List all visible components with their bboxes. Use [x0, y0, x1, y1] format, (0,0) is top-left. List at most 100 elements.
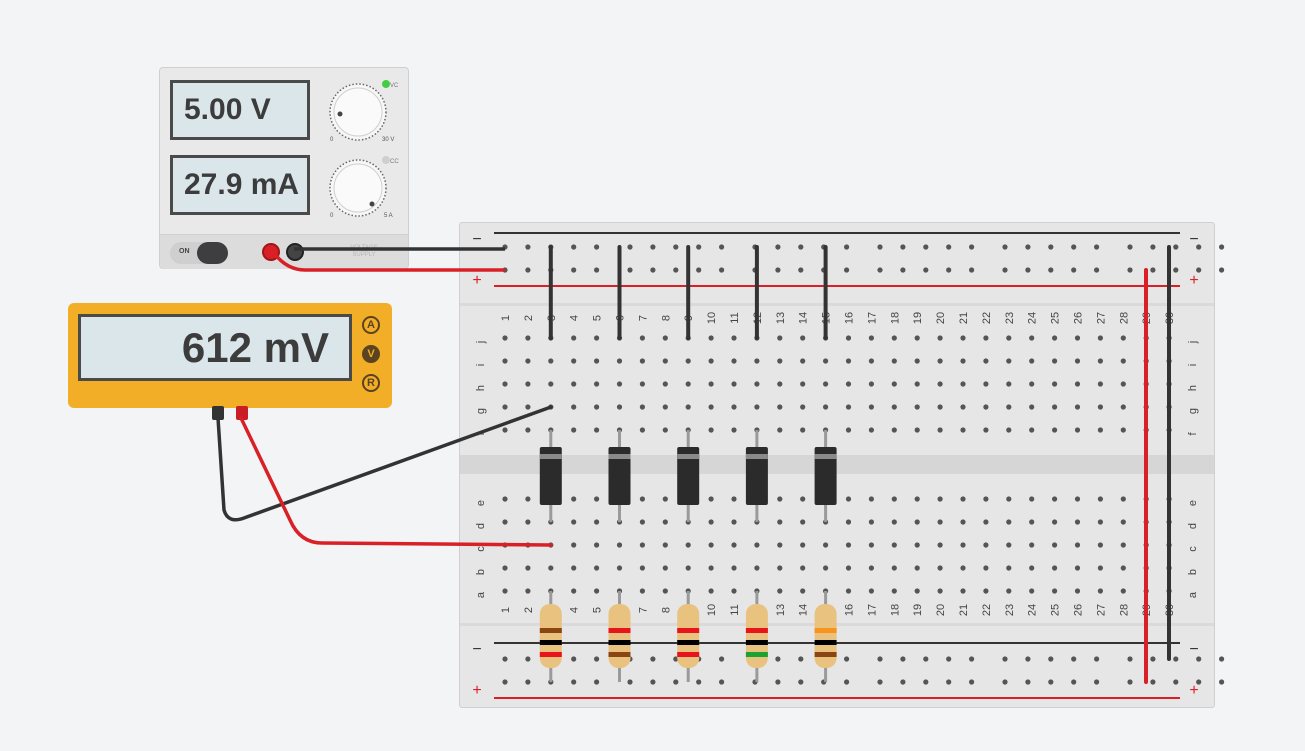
breadboard-hole[interactable]	[525, 588, 531, 594]
breadboard-hole[interactable]	[845, 565, 852, 571]
breadboard-hole[interactable]	[1219, 244, 1225, 250]
breadboard-hole[interactable]	[662, 404, 668, 410]
breadboard-hole[interactable]	[571, 427, 577, 433]
breadboard-hole[interactable]	[937, 335, 943, 341]
breadboard-hole[interactable]	[914, 542, 920, 548]
breadboard-hole[interactable]	[800, 358, 806, 364]
breadboard-hole[interactable]	[1025, 656, 1031, 662]
breadboard-hole[interactable]	[1127, 244, 1133, 250]
breadboard-hole[interactable]	[1029, 427, 1035, 433]
breadboard-hole[interactable]	[1097, 381, 1103, 387]
breadboard-hole[interactable]	[594, 404, 600, 410]
current-knob[interactable]	[329, 159, 387, 217]
breadboard-hole[interactable]	[1094, 656, 1100, 662]
breadboard-hole[interactable]	[891, 404, 897, 410]
breadboard-hole[interactable]	[1071, 267, 1077, 273]
breadboard-hole[interactable]	[937, 404, 943, 410]
breadboard-hole[interactable]	[525, 244, 531, 250]
breadboard-hole[interactable]	[868, 519, 875, 525]
breadboard-hole[interactable]	[719, 267, 725, 273]
breadboard-hole[interactable]	[650, 679, 656, 685]
breadboard-hole[interactable]	[877, 267, 883, 273]
breadboard-hole[interactable]	[1052, 519, 1058, 525]
breadboard-hole[interactable]	[914, 404, 920, 410]
breadboard-hole[interactable]	[969, 656, 975, 662]
breadboard-hole[interactable]	[823, 542, 829, 548]
breadboard-hole[interactable]	[525, 656, 531, 662]
voltage-knob[interactable]	[329, 83, 387, 141]
breadboard-hole[interactable]	[845, 427, 852, 433]
breadboard-hole[interactable]	[877, 244, 883, 250]
resistor[interactable]	[814, 604, 837, 668]
breadboard-hole[interactable]	[1150, 679, 1156, 685]
breadboard-hole[interactable]	[685, 404, 691, 410]
breadboard-hole[interactable]	[1150, 244, 1156, 250]
breadboard-hole[interactable]	[1006, 404, 1012, 410]
breadboard-hole[interactable]	[502, 427, 508, 433]
breadboard-hole[interactable]	[1071, 679, 1077, 685]
diode[interactable]	[814, 447, 837, 505]
breadboard-hole[interactable]	[914, 588, 920, 594]
breadboard-hole[interactable]	[1120, 358, 1126, 364]
breadboard-hole[interactable]	[731, 335, 737, 341]
breadboard-hole[interactable]	[1006, 588, 1012, 594]
breadboard-hole[interactable]	[923, 267, 929, 273]
breadboard-hole[interactable]	[650, 656, 656, 662]
breadboard-hole[interactable]	[937, 542, 943, 548]
breadboard-hole[interactable]	[844, 679, 850, 685]
breadboard-hole[interactable]	[891, 588, 897, 594]
breadboard-hole[interactable]	[1196, 679, 1202, 685]
breadboard-hole[interactable]	[627, 267, 633, 273]
multimeter[interactable]: 612 mV A V R	[68, 303, 392, 408]
breadboard-hole[interactable]	[1002, 656, 1008, 662]
breadboard-hole[interactable]	[754, 358, 760, 364]
diode[interactable]	[745, 447, 768, 505]
breadboard-hole[interactable]	[1120, 519, 1126, 525]
breadboard-hole[interactable]	[868, 542, 875, 548]
breadboard-hole[interactable]	[594, 519, 600, 525]
breadboard-hole[interactable]	[708, 542, 714, 548]
breadboard-hole[interactable]	[845, 335, 852, 341]
breadboard-hole[interactable]	[1173, 267, 1179, 273]
breadboard-hole[interactable]	[1196, 267, 1202, 273]
breadboard-hole[interactable]	[571, 381, 577, 387]
breadboard-hole[interactable]	[1006, 565, 1012, 571]
breadboard-hole[interactable]	[845, 588, 852, 594]
breadboard-hole[interactable]	[502, 381, 508, 387]
breadboard-hole[interactable]	[502, 565, 508, 571]
breadboard-hole[interactable]	[1173, 656, 1179, 662]
breadboard-hole[interactable]	[1127, 267, 1133, 273]
breadboard-hole[interactable]	[1196, 244, 1202, 250]
breadboard-hole[interactable]	[946, 267, 952, 273]
breadboard-hole[interactable]	[1120, 427, 1126, 433]
breadboard-hole[interactable]	[673, 679, 679, 685]
breadboard-hole[interactable]	[548, 358, 554, 364]
breadboard-hole[interactable]	[775, 656, 781, 662]
breadboard-hole[interactable]	[800, 519, 806, 525]
breadboard-hole[interactable]	[914, 381, 920, 387]
breadboard-hole[interactable]	[1048, 244, 1054, 250]
breadboard-hole[interactable]	[777, 519, 783, 525]
breadboard-hole[interactable]	[1094, 267, 1100, 273]
breadboard-hole[interactable]	[1074, 542, 1081, 548]
breadboard-hole[interactable]	[1071, 244, 1077, 250]
breadboard-hole[interactable]	[960, 519, 966, 525]
breadboard-hole[interactable]	[1029, 335, 1035, 341]
breadboard-hole[interactable]	[845, 358, 852, 364]
breadboard-hole[interactable]	[594, 588, 600, 594]
breadboard-hole[interactable]	[616, 358, 623, 364]
breadboard-hole[interactable]	[1097, 496, 1103, 502]
breadboard-hole[interactable]	[914, 335, 920, 341]
breadboard-hole[interactable]	[960, 381, 966, 387]
breadboard-hole[interactable]	[1120, 565, 1126, 571]
breadboard-hole[interactable]	[1029, 496, 1035, 502]
breadboard-hole[interactable]	[1097, 542, 1103, 548]
breadboard-hole[interactable]	[800, 588, 806, 594]
breadboard-hole[interactable]	[571, 679, 577, 685]
breadboard-hole[interactable]	[673, 267, 679, 273]
breadboard-hole[interactable]	[914, 565, 920, 571]
breadboard-hole[interactable]	[960, 588, 966, 594]
breadboard-hole[interactable]	[548, 381, 554, 387]
breadboard-hole[interactable]	[525, 427, 531, 433]
